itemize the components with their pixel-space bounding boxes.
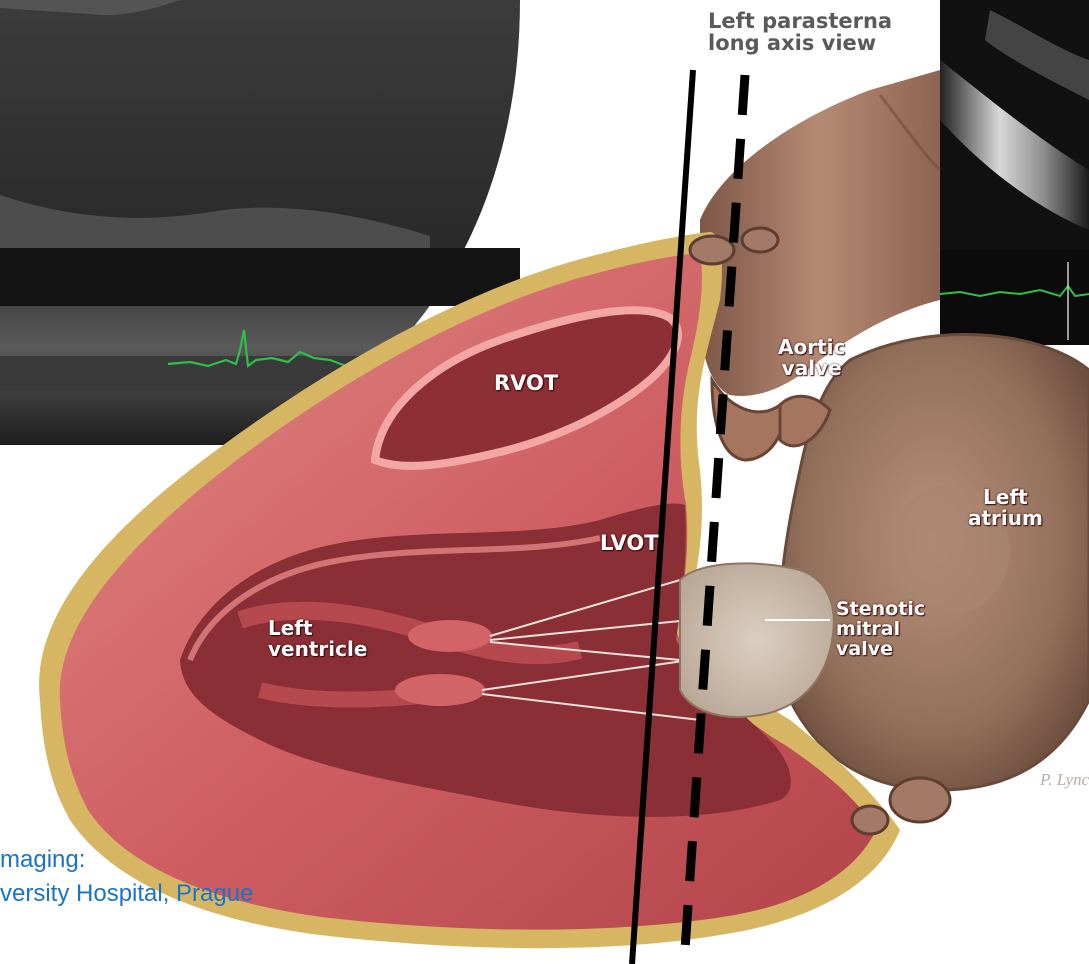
echo-image-right xyxy=(940,0,1089,345)
illustrator-signature: P. Lynch xyxy=(1040,770,1089,790)
label-left-atrium: Left atrium xyxy=(968,487,1043,529)
label-rvot: RVOT xyxy=(494,372,558,394)
label-lvot: LVOT xyxy=(600,532,659,554)
view-title-line1: Left parasterna xyxy=(708,9,892,33)
label-aortic-valve: Aortic valve xyxy=(778,337,845,379)
label-stenotic-mitral-valve: Stenotic mitral valve xyxy=(836,600,925,660)
view-title: Left parasterna long axis view xyxy=(708,10,892,54)
label-left-ventricle: Left ventricle xyxy=(268,618,367,660)
view-title-line2: long axis view xyxy=(708,31,876,55)
credit-line-2: versity Hospital, Prague xyxy=(0,880,253,908)
credit-line-1: maging: xyxy=(0,846,85,874)
left-atrium xyxy=(779,335,1089,790)
